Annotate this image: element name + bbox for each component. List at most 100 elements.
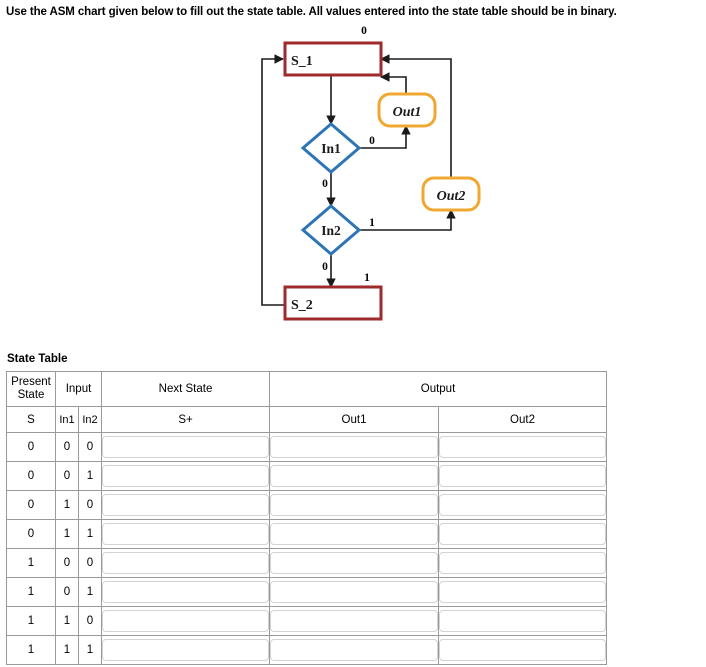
cell-in2: 1 [77,461,103,491]
wire-out2-to-s1 [380,54,452,180]
cell-next-container [101,635,271,665]
out2-answer-input[interactable] [439,610,607,632]
cell-out2-container [438,461,608,491]
cell-in2: 0 [77,432,103,462]
cell-in1: 1 [55,519,79,549]
cell-in2: 1 [77,635,103,665]
cell-out2-container [438,635,608,665]
out1-answer-input[interactable] [270,465,439,487]
state-box-s2: S_2 [283,285,383,321]
state-box-s1: S_1 [283,41,383,77]
cell-out1-container [269,519,440,549]
asm-chart-diagram: S_1 0 In1 0 0 Out1 In2 1 0 Out2 [0,20,706,340]
cell-in2: 0 [77,548,103,578]
edge-label-in2-right: 1 [369,217,375,229]
out1-answer-input[interactable] [270,494,439,516]
cell-out1-container [269,432,440,462]
subheader-s: S [6,406,56,433]
header-next-state: Next State [101,371,271,407]
next-answer-input[interactable] [102,494,270,516]
next-answer-input[interactable] [102,581,270,603]
output-bubble-out2-label: Out2 [437,189,466,204]
next-answer-input[interactable] [102,465,270,487]
cell-next-container [101,548,271,578]
cell-in1: 1 [55,490,79,520]
out2-answer-input[interactable] [439,465,607,487]
subheader-in1: In1 [55,406,79,433]
out2-answer-input[interactable] [439,523,607,545]
cell-next-container [101,519,271,549]
table-group-header-row: Present State Input Next State Output [6,371,608,407]
cell-out1-container [269,490,440,520]
wire-in1-to-out1 [359,125,411,149]
cell-in1: 0 [55,461,79,491]
header-present-state: Present State [6,371,56,407]
out1-answer-input[interactable] [270,523,439,545]
out2-answer-input[interactable] [439,436,607,458]
cell-out2-container [438,519,608,549]
cell-out2-container [438,548,608,578]
next-answer-input[interactable] [102,639,270,661]
cell-in1: 1 [55,635,79,665]
cell-in1: 0 [55,577,79,607]
subheader-splus: S+ [101,406,271,433]
output-bubble-out2-shape [421,176,481,212]
cell-next-container [101,432,271,462]
subheader-out2: Out2 [438,406,608,433]
cell-in2: 1 [77,577,103,607]
cell-out2-container [438,432,608,462]
subheader-out1: Out1 [269,406,440,433]
header-input: Input [54,371,103,407]
cell-out2-container [438,606,608,636]
wire-out1-to-s1 [380,72,407,94]
cell-s: 0 [6,461,56,491]
cell-out1-container [269,577,440,607]
next-answer-input[interactable] [102,436,270,458]
edge-label-in1-right: 0 [369,135,375,147]
edge-label-in2-down: 0 [322,261,328,273]
state-box-s2-label: S_2 [291,298,313,313]
out1-answer-input[interactable] [270,436,439,458]
wire-group [261,54,456,306]
state-box-s1-shape [283,41,383,77]
out2-answer-input[interactable] [439,552,607,574]
output-bubble-out2: Out2 [421,176,481,212]
cell-next-container [101,577,271,607]
out2-answer-input[interactable] [439,581,607,603]
out2-answer-input[interactable] [439,639,607,661]
cell-in2: 1 [77,519,103,549]
state-table-heading: State Table [7,353,68,365]
cell-s: 1 [6,577,56,607]
cell-in1: 0 [55,432,79,462]
output-bubble-out1-label: Out1 [393,105,422,120]
next-answer-input[interactable] [102,610,270,632]
next-answer-input[interactable] [102,523,270,545]
out1-answer-input[interactable] [270,552,439,574]
cell-out1-container [269,461,440,491]
state-box-s2-shape [283,285,383,321]
output-bubble-out1: Out1 [377,92,437,128]
cell-s: 0 [6,490,56,520]
out1-answer-input[interactable] [270,581,439,603]
cell-out1-container [269,635,440,665]
cell-next-container [101,461,271,491]
out1-answer-input[interactable] [270,610,439,632]
decision-in2-label: In2 [321,223,341,238]
subheader-in2: In2 [77,406,103,433]
next-answer-input[interactable] [102,552,270,574]
state-box-s1-label: S_1 [291,54,313,69]
out2-answer-input[interactable] [439,494,607,516]
header-output: Output [269,371,608,407]
cell-in2: 0 [77,606,103,636]
wire-in2-to-out2 [359,209,456,231]
decision-in2-shape [300,204,362,256]
cell-out2-container [438,577,608,607]
out1-answer-input[interactable] [270,639,439,661]
decision-in1-label: In1 [321,141,341,156]
